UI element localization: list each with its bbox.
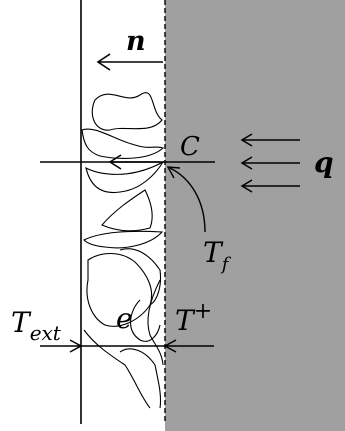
external-temp-subscript: ext	[30, 321, 62, 345]
grain-1	[91, 92, 163, 131]
flux-arrows	[240, 133, 300, 193]
grain-9	[83, 329, 151, 409]
grain-7	[119, 248, 162, 306]
wall-temp-superscript: +	[194, 299, 212, 324]
contact-grains	[81, 92, 165, 409]
external-temp-label: Text	[11, 306, 62, 345]
normal-vector-label: n	[126, 26, 146, 57]
normal-arrow-upper-head	[108, 154, 122, 170]
thickness-right-arrowhead	[163, 339, 177, 353]
normal-vector-head	[96, 53, 111, 71]
grain-8	[147, 279, 164, 366]
grain-2	[81, 128, 165, 159]
grain-11	[130, 299, 161, 342]
fluid-temp-pointer-head	[166, 166, 181, 179]
wall-temp-symbol: T	[175, 304, 196, 337]
grain-3	[85, 160, 165, 194]
solid-wall	[165, 0, 345, 431]
thickness-label: e	[116, 302, 133, 335]
thickness-left-arrowhead	[69, 339, 83, 353]
flux-label: q	[314, 146, 334, 179]
grain-4	[101, 189, 153, 232]
contact-label: C	[180, 132, 200, 162]
wall-temp-label: T+	[175, 299, 212, 337]
grain-5	[83, 230, 164, 249]
fluid-temp-symbol: T	[203, 236, 224, 269]
fluid-temp-pointer	[169, 167, 206, 233]
external-temp-symbol: T	[11, 306, 32, 339]
grain-10	[119, 348, 162, 409]
